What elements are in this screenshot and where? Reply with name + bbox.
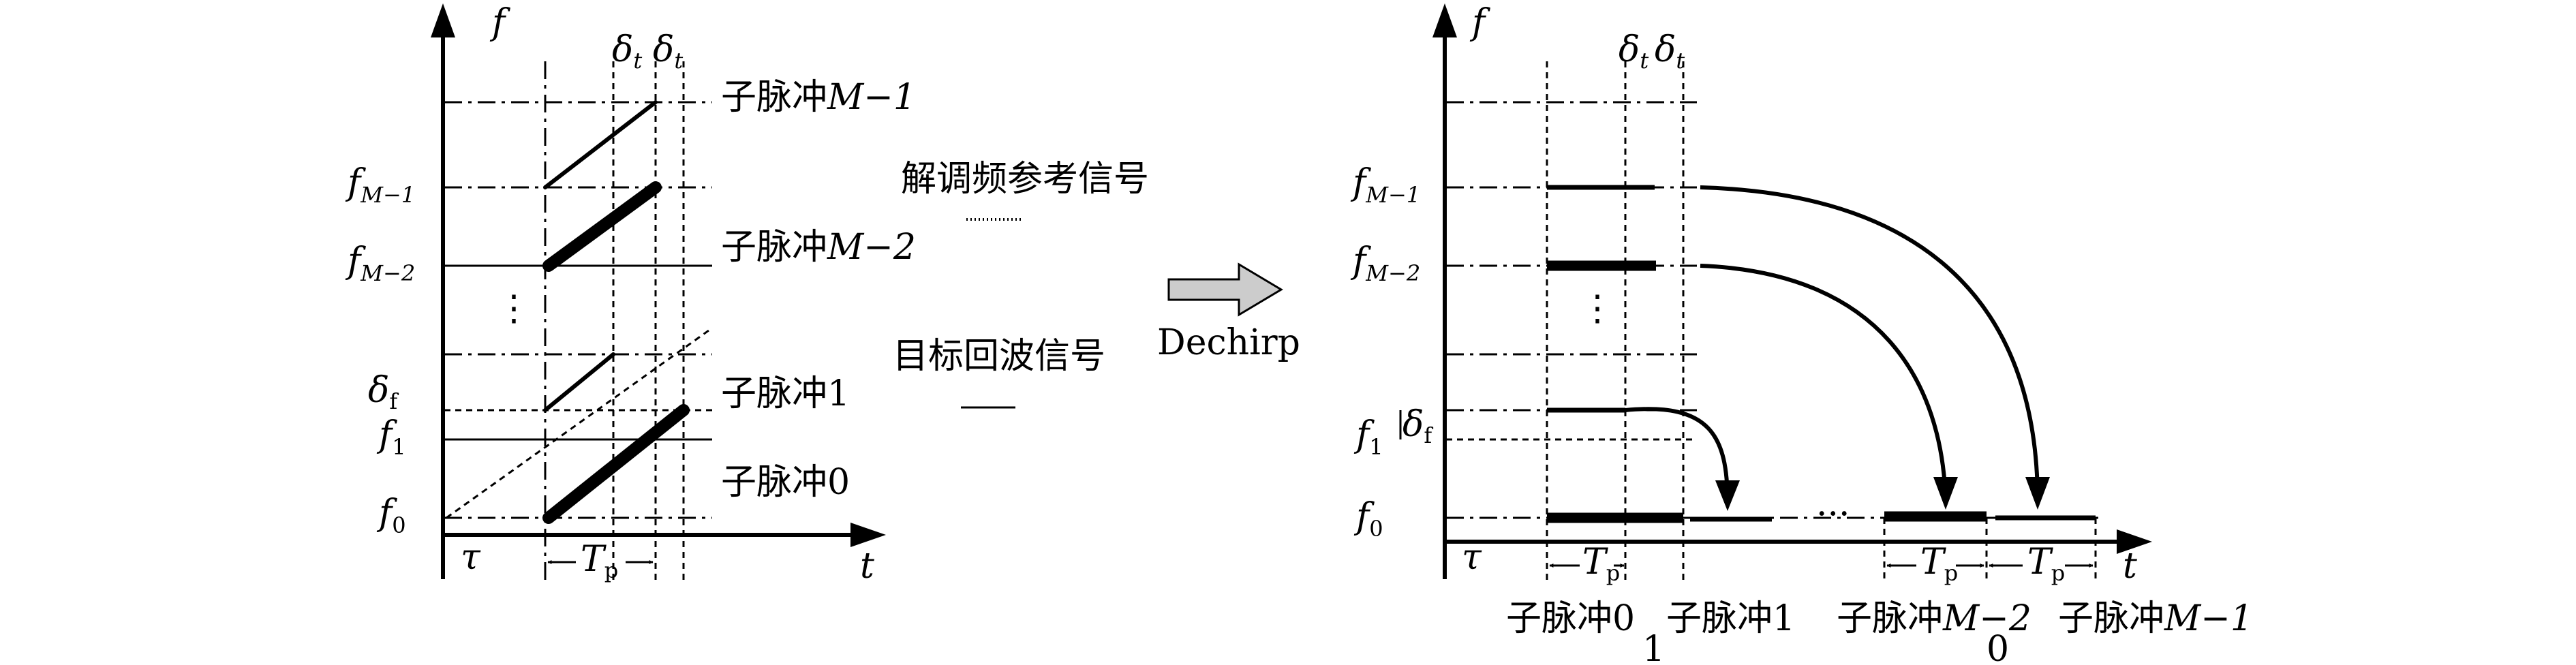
right-panel: f t τ ··· f xyxy=(1350,2,2253,665)
right-y-axis-label: f xyxy=(1469,2,1490,43)
right-tp2-label: Tp xyxy=(1920,542,1958,586)
left-echo-chirp-0 xyxy=(542,404,690,524)
left-pulse-label-0: 子脉冲0 xyxy=(721,462,850,503)
left-y-axis-arrow xyxy=(431,3,455,37)
right-pulse-label-M-1: 子脉冲M−1 xyxy=(2058,598,2253,639)
right-footnote-0: 0 xyxy=(1987,629,2009,665)
right-tau-label: τ xyxy=(1462,537,1482,578)
right-footnote-1: 1 xyxy=(1642,629,1665,665)
left-pulse-label-M-2: 子脉冲M−2 xyxy=(721,227,916,268)
legend-reference-label: 解调频参考信号 xyxy=(901,159,1149,200)
left-vdots: ⋮ xyxy=(496,288,532,329)
left-echo-chirp-M-2 xyxy=(542,181,662,272)
left-tick-delta-f: δf xyxy=(368,370,399,414)
legend-echo-label: 目标回波信号 xyxy=(893,336,1105,377)
right-shift-arrowhead-M-2 xyxy=(1933,477,1958,510)
left-pulse-label-1: 子脉冲1 xyxy=(721,373,850,414)
right-tick-fM-2: fM−2 xyxy=(1350,241,1420,286)
right-tp3-label: Tp xyxy=(2027,542,2065,586)
right-pulse-label-0: 子脉冲0 xyxy=(1506,598,1635,639)
left-tick-f0: f0 xyxy=(376,493,406,538)
left-tick-fM-2: fM−2 xyxy=(345,241,415,286)
right-shift-arrow-M-2 xyxy=(1700,264,1948,501)
right-delta-t-1: δt xyxy=(1619,29,1649,74)
dechirp-transform: Dechirp xyxy=(1157,262,1300,363)
left-panel: f t τ fM−1 fM−2 ⋮ δf f1 xyxy=(345,2,916,587)
left-tp-label: Tp xyxy=(581,539,618,583)
right-vdots: ⋮ xyxy=(1580,288,1615,329)
right-tick-fM-1: fM−1 xyxy=(1350,162,1420,208)
right-tick-f0: f0 xyxy=(1353,496,1383,542)
right-ellipsis: ··· xyxy=(1816,494,1850,535)
right-shift-arrowhead-1 xyxy=(1715,480,1740,511)
right-shift-arrowhead-M-1 xyxy=(2025,477,2050,510)
left-delta-t-1: δt xyxy=(612,29,642,74)
left-tau-label: τ xyxy=(461,537,481,578)
right-pulse-label-M-2: 子脉冲M−2 xyxy=(1837,598,2031,639)
left-tick-fM-1: fM−1 xyxy=(345,162,415,208)
legend: 解调频参考信号 目标回波信号 xyxy=(893,159,1149,409)
left-y-axis-label: f xyxy=(489,2,510,43)
right-tick-f1: f1 xyxy=(1353,414,1383,460)
right-x-axis-arrow xyxy=(2117,529,2152,554)
left-ref-chirp-1 xyxy=(543,352,615,412)
right-y-axis-arrow xyxy=(1432,3,1457,37)
dechirp-label: Dechirp xyxy=(1157,322,1300,363)
right-pulse-label-1: 子脉冲1 xyxy=(1666,598,1795,639)
left-delta-t-2: δt xyxy=(653,29,683,74)
left-x-axis-arrow xyxy=(850,523,886,547)
right-shift-arrow-1 xyxy=(1625,407,1730,504)
left-ref-chirp-M-1 xyxy=(543,100,658,189)
left-x-axis-label: t xyxy=(860,546,874,587)
left-pulse-label-M-1: 子脉冲M−1 xyxy=(721,77,916,118)
right-x-axis-label: t xyxy=(2123,546,2137,587)
left-tick-f1: f1 xyxy=(376,414,406,460)
right-tp1-label: Tp xyxy=(1582,542,1620,586)
right-delta-t-2: δt xyxy=(1655,29,1685,74)
right-shift-arrow-M-1 xyxy=(1700,185,2040,501)
dechirp-arrow xyxy=(1167,262,1283,317)
right-delta-f-label: δf xyxy=(1402,404,1433,448)
